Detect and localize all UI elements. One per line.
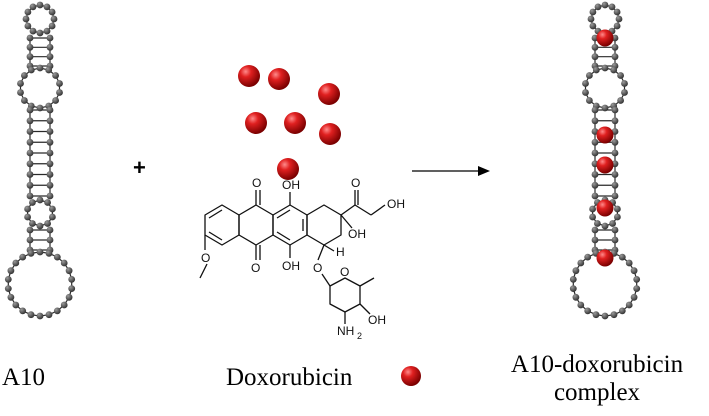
atom-oh-top: OH	[282, 178, 300, 192]
atom-oh-bottom: OH	[282, 259, 300, 273]
free-doxorubicin-sphere	[319, 123, 341, 145]
bound-doxorubicin-sphere	[596, 199, 614, 217]
atom-o-glyco: O	[313, 261, 322, 275]
doxorubicin-label: Doxorubicin	[226, 364, 353, 391]
atom-nh2: NH	[337, 324, 354, 338]
atom-o-methoxy: O	[201, 251, 210, 265]
atom-oh-ring: OH	[348, 227, 366, 241]
complex-label: A10-doxorubicin complex	[492, 351, 702, 407]
atom-o-bottom: O	[251, 261, 260, 275]
bound-doxorubicin-sphere	[596, 156, 614, 174]
a10-label: A10	[2, 364, 46, 391]
free-doxorubicin-sphere	[277, 158, 299, 180]
complex-label-line1: A10-doxorubicin	[510, 351, 684, 378]
a10-aptamer-structure	[4, 1, 76, 320]
free-doxorubicin-sphere	[238, 65, 260, 87]
doxorubicin-molecule-group	[238, 65, 341, 180]
atom-nh2-subscript: 2	[357, 331, 362, 341]
reaction-arrow	[412, 166, 490, 176]
doxorubicin-legend-sphere	[401, 366, 421, 386]
complex-label-line2: complex	[553, 379, 641, 406]
free-doxorubicin-sphere	[245, 112, 267, 134]
a10-doxorubicin-complex-structure	[569, 1, 641, 320]
atom-o-top: O	[252, 176, 261, 190]
atom-o-ring: O	[340, 265, 349, 279]
plus-sign: +	[133, 155, 146, 180]
bound-doxorubicin-sphere	[596, 126, 614, 144]
free-doxorubicin-sphere	[318, 83, 340, 105]
atom-oh-sugar: OH	[368, 313, 386, 327]
atom-o-keto: O	[351, 176, 360, 190]
doxorubicin-atom-labels: O OH O OH O O OH OH H O O OH NH 2	[201, 176, 405, 341]
free-doxorubicin-sphere	[284, 112, 306, 134]
bound-doxorubicin-sphere	[596, 29, 614, 47]
atom-h: H	[336, 245, 345, 259]
free-doxorubicin-sphere	[268, 68, 290, 90]
bound-doxorubicin-sphere	[596, 249, 614, 267]
doxorubicin-structure	[199, 190, 386, 324]
atom-oh-side: OH	[387, 197, 405, 211]
